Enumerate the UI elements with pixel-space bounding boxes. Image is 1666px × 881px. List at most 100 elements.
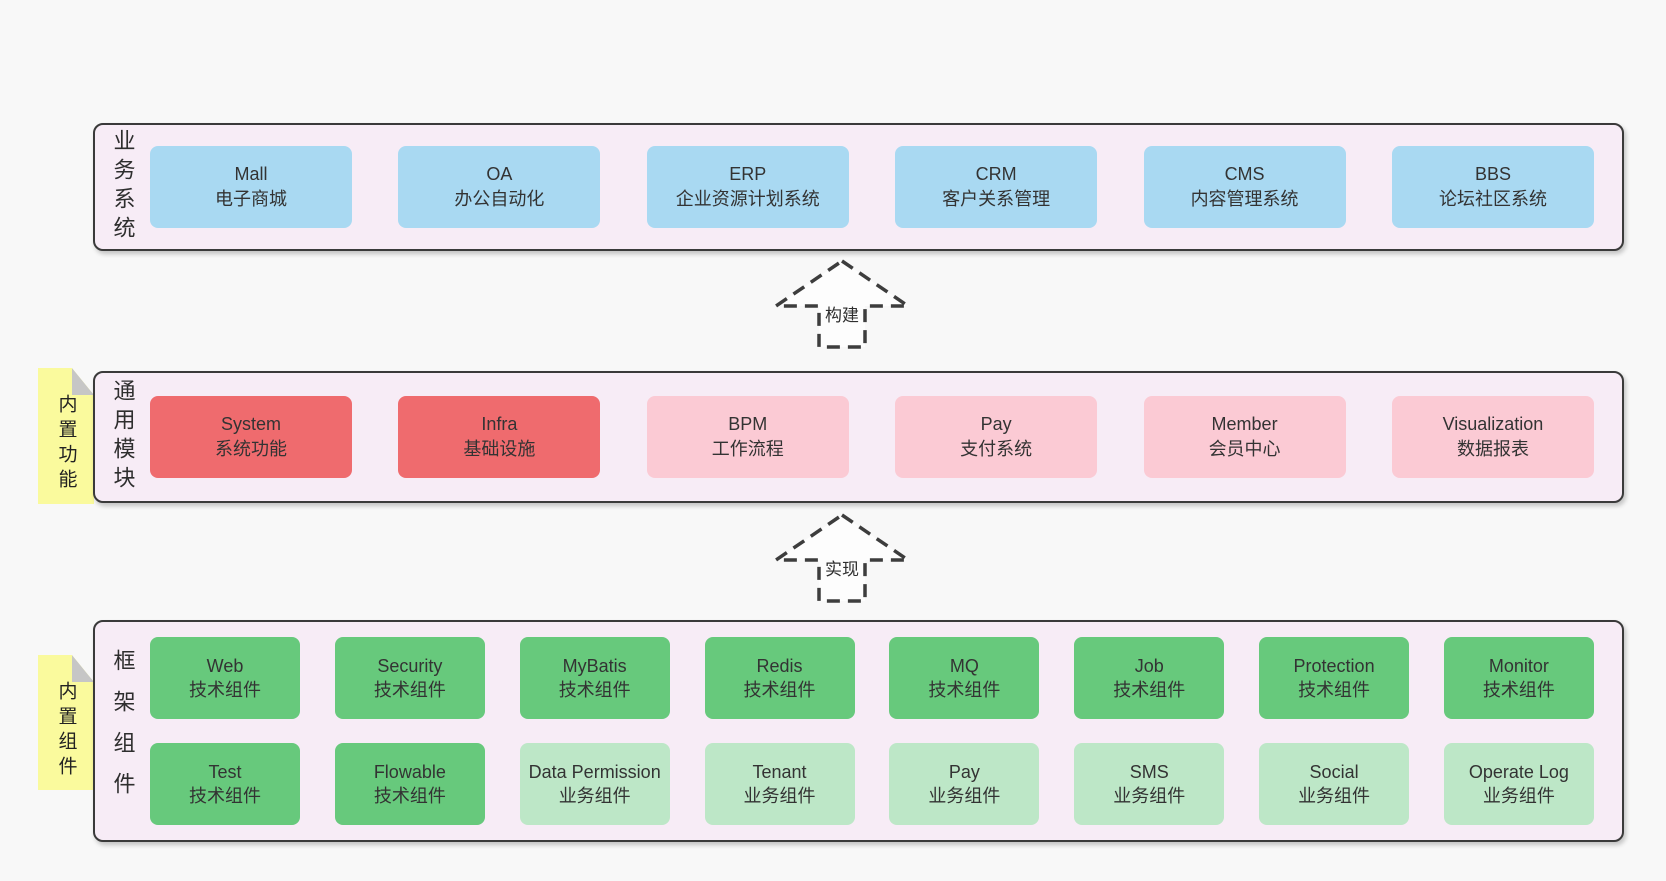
box-title: Operate Log [1468,762,1569,782]
box-subtitle: 技术组件 [928,680,1001,700]
box-subtitle: 数据报表 [1456,439,1529,459]
module-boxes: System 系统功能 Infra 基础设施 BPM 工作流程 Pay 支付系统… [150,396,1622,478]
box-subtitle: 业务组件 [1298,786,1371,806]
box-visualization: Visualization 数据报表 [1391,396,1594,478]
box-subtitle: 客户关系管理 [942,189,1051,209]
box-title: Member [1211,414,1278,434]
box-title: CMS [1224,164,1265,184]
box-sms: SMS 业务组件 [1074,743,1225,825]
box-tenant: Tenant 业务组件 [704,743,855,825]
band-business-systems: 业务系统 Mall 电子商城 OA 办公自动化 ERP 企业资源计划系统 CRM… [93,123,1624,251]
box-title: Monitor [1488,656,1549,676]
box-title: Pay [948,762,980,782]
box-subtitle: 支付系统 [960,439,1033,459]
band-label-text: 通用模块 [110,379,136,495]
box-social: Social 业务组件 [1259,743,1410,825]
band-label-text: 框架组件 [110,649,136,813]
band-common-modules: 通用模块 System 系统功能 Infra 基础设施 BPM 工作流程 Pay… [93,371,1624,503]
implement-arrow: 实现 [772,512,912,604]
box-subtitle: 电子商城 [215,189,287,209]
box-subtitle: 企业资源计划系统 [675,189,820,209]
box-title: System [220,414,281,434]
box-subtitle: 业务组件 [743,786,816,806]
band-label-modules: 通用模块 [95,373,150,501]
box-pay-module: Pay 支付系统 [895,396,1098,478]
box-cms: CMS 内容管理系统 [1143,146,1346,228]
box-title: Mall [234,164,268,184]
box-job: Job 技术组件 [1074,637,1225,719]
box-subtitle: 技术组件 [1298,680,1371,700]
box-mq: MQ 技术组件 [889,637,1040,719]
box-title: Visualization [1442,414,1544,434]
box-infra: Infra 基础设施 [398,396,601,478]
sticky-note-built-in-features: 内置功能 [38,368,94,504]
box-protection: Protection 技术组件 [1259,637,1410,719]
box-subtitle: 业务组件 [558,786,631,806]
band-label-text: 业务系统 [110,129,136,245]
box-title: Tenant [752,762,807,782]
box-mall: Mall 电子商城 [150,146,352,228]
box-redis: Redis 技术组件 [704,637,855,719]
business-boxes: Mall 电子商城 OA 办公自动化 ERP 企业资源计划系统 CRM 客户关系… [150,146,1622,228]
box-subtitle: 技术组件 [373,680,446,700]
band-framework-components: 框架组件 Web 技术组件 Security 技术组件 MyBatis 技术组件… [93,620,1624,842]
box-subtitle: 基础设施 [463,439,536,459]
box-subtitle: 系统功能 [215,439,287,459]
box-crm: CRM 客户关系管理 [895,146,1098,228]
box-erp: ERP 企业资源计划系统 [646,146,849,228]
build-arrow-label: 构建 [823,301,861,326]
box-title: Job [1134,656,1164,676]
box-subtitle: 技术组件 [189,680,261,700]
box-title: Pay [980,414,1012,434]
framework-row-2: Test 技术组件 Flowable 技术组件 Data Permission … [150,743,1594,825]
box-subtitle: 技术组件 [189,786,261,806]
sticky-note-built-in-components: 内置组件 [38,655,94,790]
box-operate-log: Operate Log 业务组件 [1443,743,1594,825]
box-data-permission: Data Permission 业务组件 [519,743,670,825]
box-title: OA [486,164,513,184]
box-title: Web [206,656,244,676]
box-subtitle: 工作流程 [711,439,784,459]
sticky-note-text: 内置功能 [55,394,77,494]
box-subtitle: 技术组件 [1113,680,1186,700]
box-title: MQ [949,656,979,676]
box-subtitle: 技术组件 [558,680,631,700]
box-test: Test 技术组件 [150,743,300,825]
box-subtitle: 办公自动化 [454,189,545,209]
box-subtitle: 技术组件 [743,680,816,700]
box-title: BBS [1474,164,1511,184]
box-title: Test [208,762,242,782]
box-subtitle: 业务组件 [928,786,1001,806]
box-title: SMS [1129,762,1169,782]
box-subtitle: 业务组件 [1113,786,1186,806]
box-bbs: BBS 论坛社区系统 [1391,146,1594,228]
box-monitor: Monitor 技术组件 [1443,637,1594,719]
band-label-business: 业务系统 [95,125,150,249]
box-flowable: Flowable 技术组件 [334,743,485,825]
band-label-framework: 框架组件 [95,622,150,840]
box-title: BPM [728,414,768,434]
box-oa: OA 办公自动化 [398,146,601,228]
box-subtitle: 技术组件 [373,786,446,806]
box-title: Infra [481,414,518,434]
box-member: Member 会员中心 [1143,396,1346,478]
box-mybatis: MyBatis 技术组件 [519,637,670,719]
folded-corner-icon [72,368,94,395]
folded-corner-icon [72,655,94,682]
framework-rows: Web 技术组件 Security 技术组件 MyBatis 技术组件 Redi… [150,637,1622,825]
box-title: MyBatis [562,656,627,676]
box-title: Protection [1293,656,1375,676]
box-subtitle: 内容管理系统 [1190,189,1299,209]
box-web: Web 技术组件 [150,637,300,719]
box-pay-component: Pay 业务组件 [889,743,1040,825]
box-title: Flowable [373,762,446,782]
box-bpm: BPM 工作流程 [646,396,849,478]
box-title: Security [377,656,443,676]
implement-arrow-label: 实现 [823,555,861,580]
box-title: CRM [975,164,1017,184]
box-subtitle: 会员中心 [1208,439,1281,459]
box-system: System 系统功能 [150,396,352,478]
box-title: Social [1309,762,1359,782]
box-subtitle: 技术组件 [1482,680,1555,700]
box-title: ERP [729,164,767,184]
